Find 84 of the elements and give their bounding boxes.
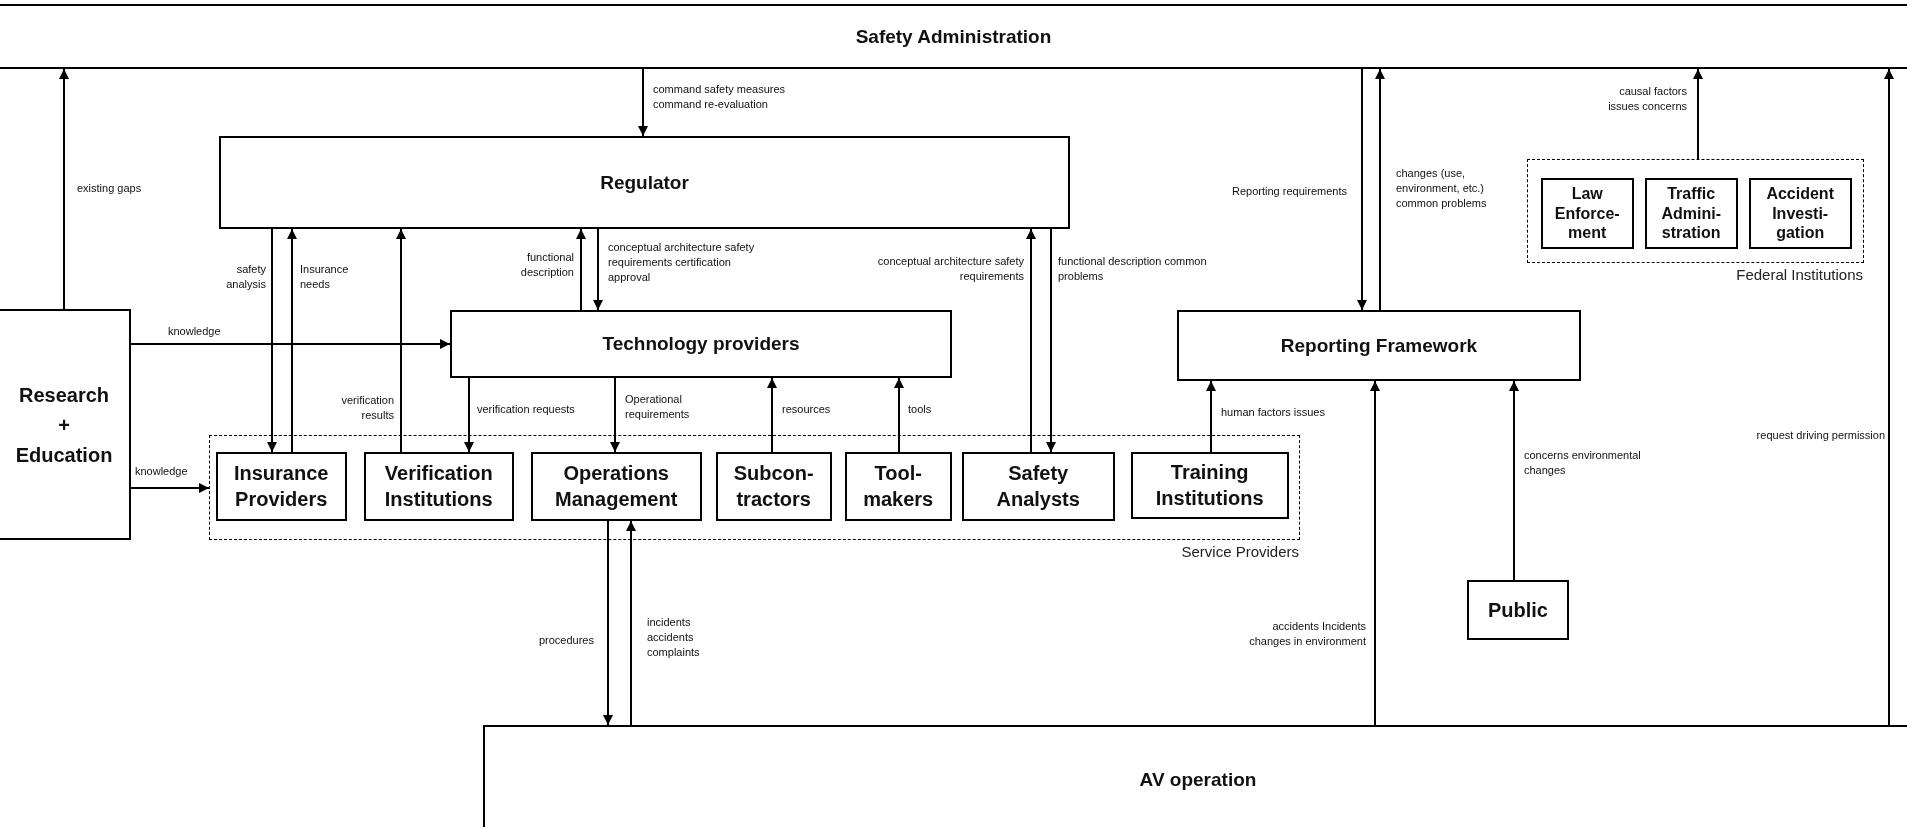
arrow bbox=[610, 377, 620, 453]
box-label: Public bbox=[1488, 598, 1548, 623]
arrow bbox=[1026, 228, 1036, 453]
group-label: Service Providers bbox=[1181, 543, 1299, 560]
box-label: Safety Administration bbox=[855, 25, 1052, 48]
box-label: Accident Investi-gation bbox=[1765, 184, 1835, 242]
process-box bbox=[530, 451, 702, 521]
edge-label: Operational requirements bbox=[625, 392, 691, 423]
arrow bbox=[1370, 380, 1380, 726]
edge-label: Insurance needs bbox=[300, 262, 350, 293]
edge-label: accidents Incidents changes in environment bbox=[1248, 619, 1366, 650]
process-box bbox=[844, 451, 952, 521]
arrow bbox=[894, 377, 904, 453]
box-label: Safety Analysts bbox=[995, 461, 1081, 513]
process-box bbox=[215, 451, 347, 521]
edge-label: safety analysis bbox=[225, 262, 266, 293]
arrow bbox=[59, 68, 69, 310]
process-box bbox=[1467, 580, 1569, 640]
process-box bbox=[1748, 177, 1852, 249]
process-box bbox=[1644, 177, 1738, 249]
arrow bbox=[767, 377, 777, 453]
edge-label: functional description common problems bbox=[1058, 254, 1208, 285]
edge-label: verification results bbox=[340, 393, 394, 424]
edge-label: Reporting requirements bbox=[1232, 184, 1347, 199]
edge-label: command safety measures command re-evaluation bbox=[653, 82, 787, 113]
box-label: Reporting Framework bbox=[1280, 334, 1478, 357]
process-box bbox=[961, 451, 1115, 521]
box-label: Insurance Providers bbox=[232, 461, 330, 513]
box-label: Research + Education bbox=[15, 382, 113, 468]
group-label: Federal Institutions bbox=[1736, 266, 1863, 283]
process-box bbox=[363, 451, 514, 521]
box-label: Regulator bbox=[600, 171, 689, 194]
edge-label: verification requests bbox=[477, 402, 575, 417]
edge-label: functional description bbox=[519, 250, 574, 281]
process-box bbox=[219, 136, 1070, 229]
process-box bbox=[0, 4, 1907, 69]
edge-label: causal factors issues concerns bbox=[1607, 84, 1687, 115]
box-label: Traffic Admini-stration bbox=[1660, 184, 1722, 242]
arrow bbox=[464, 377, 474, 453]
edge-label: knowledge bbox=[135, 464, 188, 479]
arrow bbox=[267, 228, 277, 453]
edge-label: conceptual architecture safety requirements bbox=[876, 254, 1024, 285]
arrow bbox=[603, 520, 613, 726]
process-box bbox=[450, 310, 952, 378]
edge-label: incidents accidents complaints bbox=[647, 615, 701, 661]
arrow bbox=[287, 228, 297, 453]
arrow bbox=[626, 520, 636, 726]
edge-label: procedures bbox=[538, 633, 594, 648]
arrow bbox=[576, 228, 586, 311]
edge-label: request driving permission bbox=[1756, 428, 1885, 443]
arrow bbox=[1693, 68, 1703, 160]
process-box bbox=[0, 309, 131, 540]
process-box bbox=[1177, 310, 1581, 381]
process-box bbox=[715, 451, 832, 521]
edge-label: conceptual architecture safety requirements certification approval bbox=[608, 240, 756, 286]
arrow bbox=[1046, 228, 1056, 453]
box-label: Law Enforce-ment bbox=[1553, 184, 1621, 242]
arrow bbox=[1357, 68, 1367, 311]
arrow bbox=[130, 339, 451, 349]
arrow bbox=[1509, 380, 1519, 581]
box-label: Subcon-tractors bbox=[732, 461, 815, 513]
edge-label: changes (use, environment, etc.) common problems bbox=[1396, 166, 1488, 212]
box-label: Verification Institutions bbox=[383, 461, 494, 513]
arrow bbox=[593, 228, 603, 311]
arrow bbox=[1375, 68, 1385, 311]
process-box bbox=[483, 725, 1907, 827]
box-label: Tool-makers bbox=[862, 461, 935, 513]
arrow bbox=[1884, 68, 1894, 726]
arrow bbox=[1206, 380, 1216, 453]
box-label: Technology providers bbox=[602, 333, 800, 355]
edge-label: human factors issues bbox=[1221, 405, 1325, 420]
edge-label: tools bbox=[908, 402, 932, 417]
edge-label: existing gaps bbox=[77, 181, 142, 196]
edge-label: knowledge bbox=[168, 324, 221, 339]
arrow bbox=[396, 228, 406, 453]
process-box bbox=[1540, 177, 1634, 249]
process-box bbox=[1130, 451, 1289, 519]
edge-label: concerns environmental changes bbox=[1524, 448, 1642, 479]
edge-label: resources bbox=[782, 402, 831, 417]
arrow bbox=[130, 483, 210, 493]
box-label: Operations Management bbox=[554, 461, 679, 513]
box-label: Training Institutions bbox=[1154, 460, 1265, 512]
box-label: AV operation bbox=[1139, 769, 1257, 791]
arrow bbox=[638, 68, 648, 137]
